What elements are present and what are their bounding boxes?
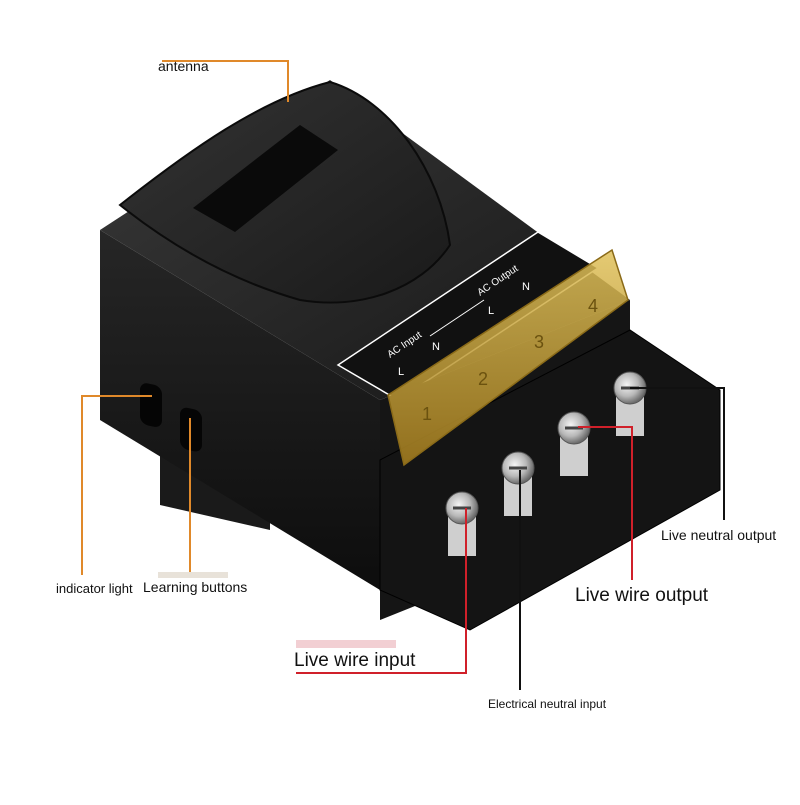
cover-number-2: 2: [478, 369, 488, 389]
plate-divider: [429, 299, 485, 337]
cover-number-3: 3: [534, 332, 544, 352]
plate-l-1: L: [398, 366, 404, 378]
label-live-wire-output: Live wire output: [575, 585, 709, 606]
mounting-hole: [197, 516, 233, 540]
housing-left-side: [100, 230, 380, 590]
faded-text-smudge: [158, 572, 228, 578]
indicator-light-opening: [140, 383, 162, 427]
leader-antenna: [162, 60, 289, 102]
label-indicator-light: indicator light: [56, 581, 133, 596]
leader-lines: [81, 60, 725, 690]
faded-text-smudge-2: [296, 640, 396, 648]
label-live-neutral-output: Live neutral output: [661, 527, 777, 543]
label-live-wire-input: Live wire input: [294, 650, 416, 671]
plate-l-2: L: [488, 305, 494, 317]
leader-live-wire-in: [296, 508, 467, 674]
antenna-window: [193, 125, 338, 232]
label-electrical-neutral-input: Electrical neutral input: [488, 697, 607, 711]
label-antenna: antenna: [158, 58, 209, 74]
cover-number-1: 1: [422, 404, 432, 424]
leader-live-wire-out: [578, 426, 633, 580]
plate-n-1: N: [432, 341, 440, 353]
terminal-cover: [387, 248, 629, 467]
leader-indicator: [81, 395, 152, 575]
cover-number-4: 4: [588, 296, 598, 316]
plate-n-2: N: [522, 281, 530, 293]
terminal-screws: [445, 371, 647, 556]
label-learning-buttons: Learning buttons: [143, 579, 248, 595]
leader-neutral-out: [630, 387, 725, 520]
antenna-dome: [118, 80, 452, 304]
